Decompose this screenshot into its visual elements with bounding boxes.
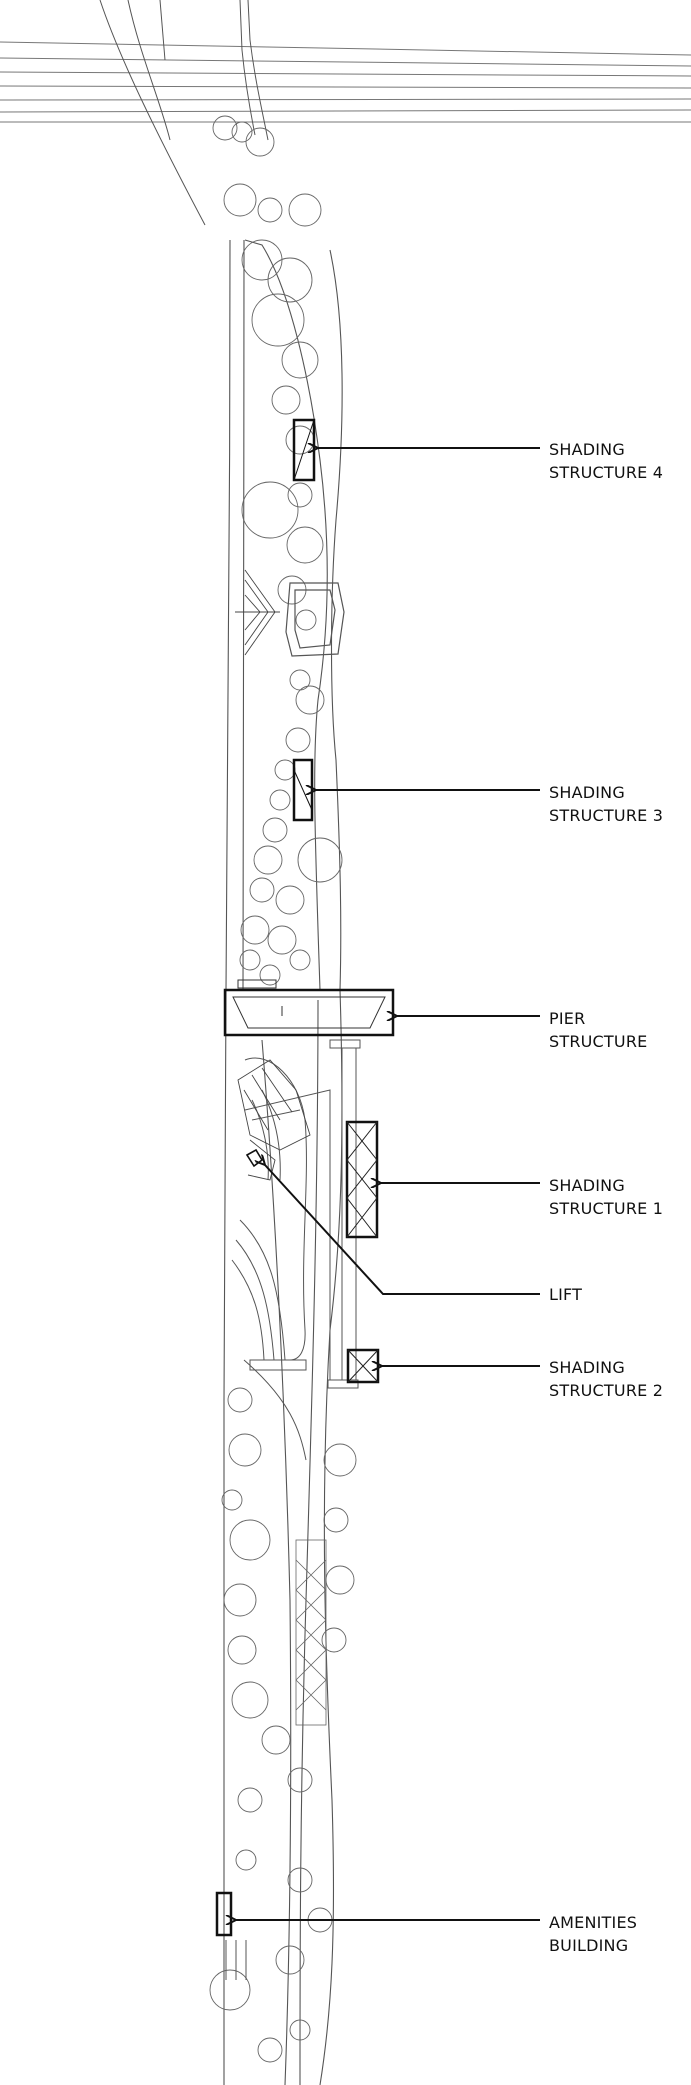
label-line: STRUCTURE 2 [549, 1381, 664, 1400]
label-line: SHADING [549, 1358, 625, 1377]
embankment-lines [99, 0, 269, 226]
lattice-path [295, 1539, 327, 1726]
shading-structure-2-shape [346, 1348, 380, 1384]
label-line: STRUCTURE 3 [549, 806, 664, 825]
planting-bed [237, 1059, 311, 1181]
label-line: LIFT [549, 1285, 583, 1304]
label-line: SHADING [549, 783, 625, 802]
label-line: SHADING [549, 440, 625, 459]
label-shading-structure-3: SHADING STRUCTURE 3 [549, 781, 663, 827]
lift-shape [245, 1148, 264, 1168]
label-line: STRUCTURE 1 [549, 1199, 664, 1218]
shading-structure-3-shape [292, 758, 314, 822]
label-shading-structure-2: SHADING STRUCTURE 2 [549, 1356, 663, 1402]
label-line: BUILDING [549, 1936, 629, 1955]
label-line: STRUCTURE [549, 1032, 648, 1051]
label-line: AMENITIES [549, 1913, 638, 1932]
label-line: PIER [549, 1009, 586, 1028]
shading-structure-4-shape [292, 418, 316, 482]
pier-structure-shape [223, 979, 395, 1037]
label-shading-structure-1: SHADING STRUCTURE 1 [549, 1174, 663, 1220]
label-pier-structure: PIER STRUCTURE [549, 1007, 647, 1053]
trees [209, 115, 357, 2063]
label-shading-structure-4: SHADING STRUCTURE 4 [549, 438, 663, 484]
plaza-octagon [285, 582, 345, 657]
stepped-ramp [235, 569, 280, 656]
lift-arrow [265, 1165, 540, 1295]
shading-structure-1-shape [345, 1120, 379, 1239]
label-lift: LIFT [549, 1283, 582, 1306]
pier-supports [244, 1039, 361, 1389]
label-amenities-building: AMENITIES BUILDING [549, 1911, 637, 1957]
label-line: STRUCTURE 4 [549, 463, 664, 482]
label-line: SHADING [549, 1176, 625, 1195]
amenities-building-shape [215, 1891, 247, 1980]
road-lines [0, 41, 691, 123]
corridor-outline [221, 239, 343, 2085]
terraces [231, 1057, 307, 1461]
